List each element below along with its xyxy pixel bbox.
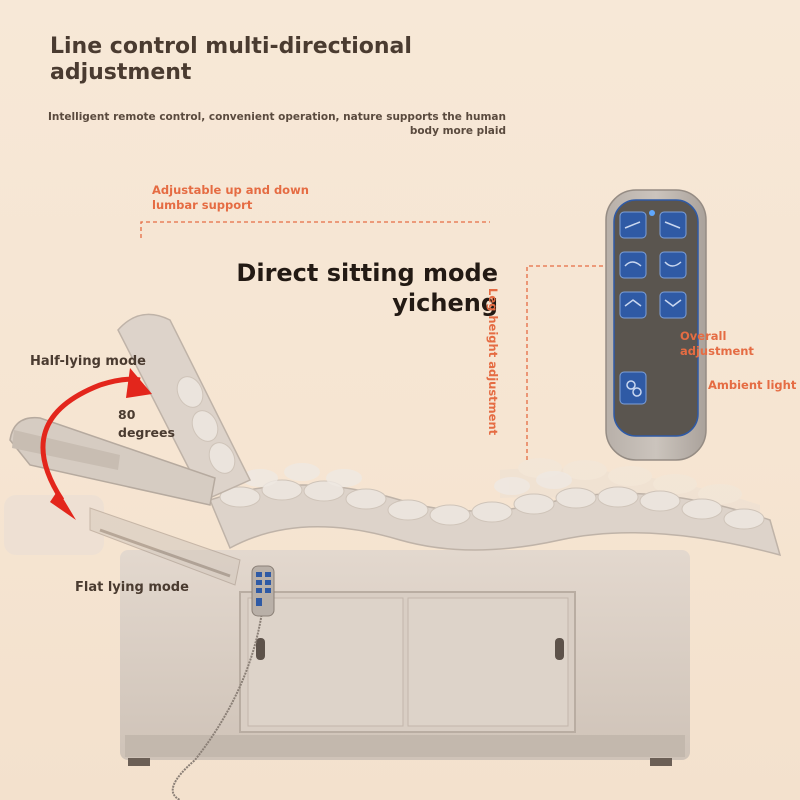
half-lying-backrest <box>9 416 216 506</box>
page-subtitle: Intelligent remote control, convenient o… <box>47 111 506 137</box>
half-lying-label: Half-lying mode <box>30 354 147 369</box>
angle-value: 80 <box>118 407 136 422</box>
mattress <box>208 463 782 557</box>
flat-lying-label: Flat lying mode <box>75 580 189 595</box>
raised-backrest <box>117 313 252 501</box>
wired-remote-icon <box>171 565 275 800</box>
mode-title-line1: Direct sitting mode <box>236 259 498 287</box>
overall-callout: Overall adjustment <box>680 329 754 358</box>
leg-height-callout: Leg height adjustment <box>486 288 500 436</box>
flat-lying-ghost <box>4 495 241 586</box>
curved-double-arrow-icon <box>40 368 152 520</box>
lumbar-callout: Adjustable up and down lumbar support <box>152 183 309 212</box>
bed-base <box>120 550 690 766</box>
page-title: Line control multi-directional adjustmen… <box>50 34 412 85</box>
remote-control-icon <box>605 189 707 461</box>
angle-unit: degrees <box>118 425 175 440</box>
mode-title-line2: yicheng <box>392 289 498 317</box>
mode-title: Direct sitting mode yicheng <box>232 258 498 318</box>
angle-label: 80 degrees <box>118 406 175 442</box>
ambient-callout: Ambient light <box>708 378 797 392</box>
